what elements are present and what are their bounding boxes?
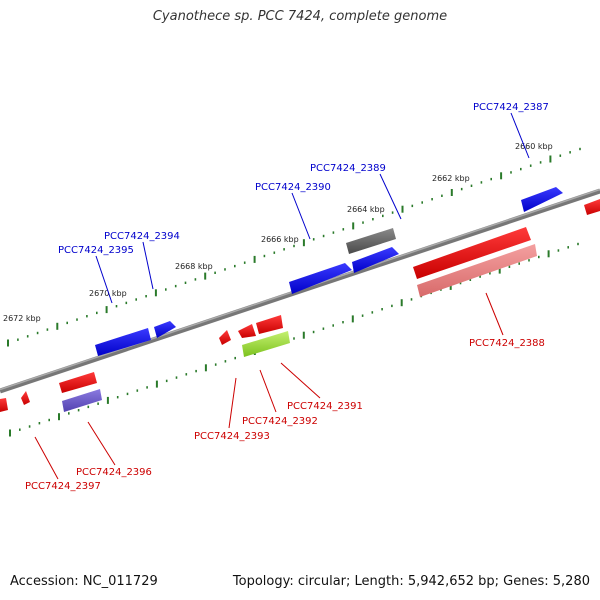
leader-PCC7424_2392 xyxy=(259,369,277,413)
accession-text: Accession: NC_011729 xyxy=(10,574,158,589)
label-PCC7424_2391: PCC7424_2391 xyxy=(287,401,363,412)
genome-summary: Topology: circular; Length: 5,942,652 bp… xyxy=(232,574,590,589)
leader-PCC7424_2395 xyxy=(95,255,113,304)
gene-PCC7424_2393[interactable] xyxy=(219,330,231,345)
gene-PCC7424_2391[interactable] xyxy=(242,331,290,357)
kbp-label-2660: 2660 kbp xyxy=(515,142,553,151)
gene-PCC7424_2396-purple[interactable] xyxy=(62,389,102,412)
gene-PCC7424_2389-gray[interactable] xyxy=(346,228,396,254)
label-PCC7424_2393: PCC7424_2393 xyxy=(194,431,270,442)
gene-PCC7424_2388-forward[interactable] xyxy=(413,227,531,279)
leader-lines xyxy=(34,112,530,480)
leader-PCC7424_2397 xyxy=(34,436,59,480)
gene-PCC7424_2395[interactable] xyxy=(95,328,151,356)
leader-PCC7424_2387 xyxy=(510,112,530,159)
label-PCC7424_2388: PCC7424_2388 xyxy=(469,338,545,349)
label-PCC7424_2392: PCC7424_2392 xyxy=(242,416,318,427)
label-PCC7424_2397: PCC7424_2397 xyxy=(25,481,101,492)
leader-PCC7424_2388 xyxy=(485,292,504,336)
kbp-label-2664: 2664 kbp xyxy=(347,205,385,214)
gene-PCC7424_2392b[interactable] xyxy=(238,324,256,338)
forward-genes xyxy=(95,187,600,356)
kbp-labels: 2660 kbp 2662 kbp 2664 kbp 2666 kbp 2668… xyxy=(3,142,553,323)
label-PCC7424_2395: PCC7424_2395 xyxy=(58,245,134,256)
gene-left-edge-red[interactable] xyxy=(0,398,8,412)
forward-tick-track xyxy=(7,147,581,347)
label-PCC7424_2396: PCC7424_2396 xyxy=(76,467,152,478)
leader-PCC7424_2393 xyxy=(228,377,237,429)
leader-PCC7424_2396 xyxy=(87,421,116,466)
gene-PCC7424_2392[interactable] xyxy=(256,315,283,334)
label-PCC7424_2390: PCC7424_2390 xyxy=(255,182,331,193)
reverse-genes xyxy=(0,244,537,412)
map-title: Cyanothece sp. PCC 7424, complete genome xyxy=(152,9,448,24)
kbp-label-2662: 2662 kbp xyxy=(432,174,470,183)
kbp-label-2666: 2666 kbp xyxy=(261,235,299,244)
leader-PCC7424_2389 xyxy=(379,173,402,220)
leader-PCC7424_2390 xyxy=(291,192,311,240)
gene-PCC7424_2394[interactable] xyxy=(154,321,176,338)
kbp-label-2672: 2672 kbp xyxy=(3,314,41,323)
label-PCC7424_2394: PCC7424_2394 xyxy=(104,231,180,242)
kbp-label-2668: 2668 kbp xyxy=(175,262,213,271)
kbp-label-2670: 2670 kbp xyxy=(89,289,127,298)
gene-labels: PCC7424_2387 PCC7424_2389 PCC7424_2390 P… xyxy=(25,102,549,492)
gene-PCC7424_2387[interactable] xyxy=(521,187,563,212)
gene-PCC7424_2397[interactable] xyxy=(21,391,30,405)
gene-PCC7424_2390[interactable] xyxy=(289,263,352,294)
gene-right-edge-red[interactable] xyxy=(584,199,600,215)
gene-PCC7424_2388[interactable] xyxy=(417,244,537,297)
gene-PCC7424_2389[interactable] xyxy=(352,247,399,273)
label-PCC7424_2387: PCC7424_2387 xyxy=(473,102,549,113)
leader-PCC7424_2394 xyxy=(142,241,154,290)
gene-PCC7424_2396[interactable] xyxy=(59,372,97,393)
leader-PCC7424_2391 xyxy=(280,362,321,399)
label-PCC7424_2389: PCC7424_2389 xyxy=(310,163,386,174)
